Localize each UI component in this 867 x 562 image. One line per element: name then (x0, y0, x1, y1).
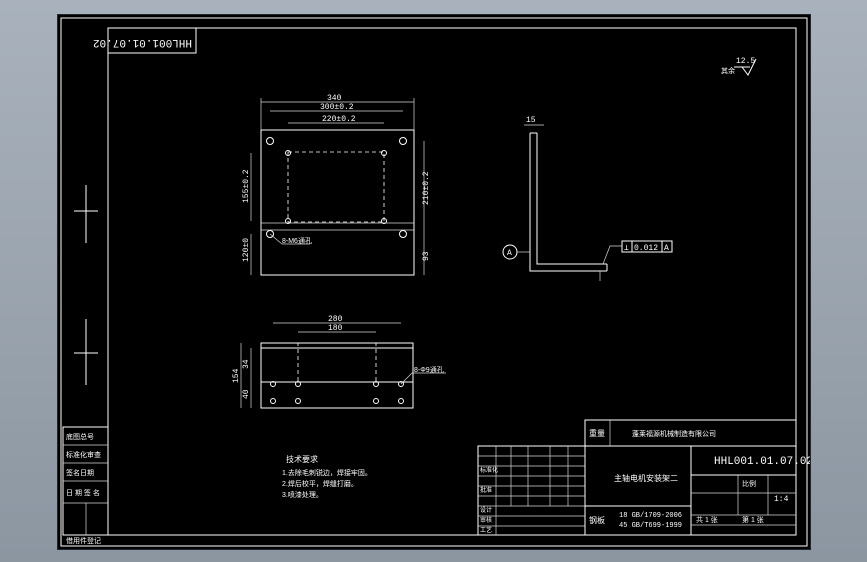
top-view: 340 300±0.2 220±0.2 155±0.2 120±0 210±0.… (242, 94, 431, 276)
mounting-hole (266, 137, 407, 238)
title-row-label: 工艺 (480, 526, 492, 534)
strip-label: 底图总号 (66, 432, 94, 441)
tech-requirements: 技术要求 1.去除毛刺锐边，焊接牢固。 2.焊后校平，焊缝打磨。 3.喷漆处理。 (282, 454, 372, 499)
title-row-label: 设计 (480, 506, 492, 514)
tech-line: 3.喷漆处理。 (282, 490, 323, 499)
tolerance-datum: A (664, 244, 669, 253)
dim-hole-span-outer: 300±0.2 (320, 103, 354, 112)
title-sheet: 第 1 张 (742, 515, 764, 524)
side-view: 15 A ⊥ 0.012 A (502, 116, 673, 281)
title-material-line: 45 GB/T699-1999 (619, 522, 682, 530)
dim-right-bottom: 93 (422, 251, 431, 261)
tech-line: 1.去除毛刺锐边，焊接牢固。 (282, 468, 372, 477)
strip-label: 签名日期 (66, 468, 94, 477)
title-total-sheets: 共 1 张 (696, 515, 718, 524)
inner-frame (107, 27, 797, 536)
top-hole-note: 8-M6通孔 (282, 236, 312, 245)
dim-left-bottom: 120±0 (242, 238, 251, 262)
strip-label: 日 期 签 名 (66, 488, 100, 497)
title-material-label: 钢板 (589, 515, 605, 525)
center-mark-lower (74, 319, 98, 385)
center-mark-upper (74, 185, 98, 243)
cad-viewport[interactable]: HHL001.01.07.02 底图总号 标准化审查 签名日期 日 期 签 名 … (57, 14, 811, 550)
strip-label: 借用件登记 (66, 536, 101, 545)
bottom-view: 280 180 154 34 40 8-Φ9通孔 (232, 315, 446, 409)
tolerance-symbol: ⊥ (624, 244, 629, 253)
dim-left-vertical: 155±0.2 (242, 169, 251, 203)
surface-finish-value: 12.5 (736, 57, 755, 66)
tolerance-value: 0.012 (634, 244, 658, 253)
outer-frame (60, 17, 808, 547)
title-row-label: 标准化 (480, 466, 498, 474)
dim-right-vertical: 210±0.2 (422, 171, 431, 205)
dim-thickness: 15 (526, 116, 536, 125)
inner-hole (285, 150, 387, 224)
left-strip: 底图总号 标准化审查 签名日期 日 期 签 名 借用件登记 (62, 426, 109, 545)
title-part-name: 主轴电机安装架二 (614, 473, 678, 483)
tech-line: 2.焊后校平，焊缝打磨。 (282, 479, 358, 488)
dim-bottom-lower: 40 (242, 389, 251, 399)
title-company: 蓬莱福源机械制造有限公司 (632, 429, 716, 438)
strip-label: 标准化审查 (66, 450, 101, 459)
title-drawing-number: HHL001.01.07.02 (714, 456, 810, 468)
drawing-number-box (107, 27, 197, 54)
drawing-number-mirrored: HHL001.01.07.02 (93, 36, 192, 48)
title-row-label: 审核 (480, 516, 492, 524)
surface-finish-prefix: 其余 (721, 66, 735, 75)
dim-bottom-outer: 280 (328, 315, 343, 324)
dim-bottom-upper: 34 (242, 359, 251, 369)
dim-overall-width: 340 (327, 94, 342, 103)
dim-bottom-inner: 180 (328, 324, 343, 333)
title-weight-label: 重量 (589, 428, 605, 438)
title-block: 重量 蓬莱福源机械制造有限公司 HHL001.01.07.02 主轴电机安装架二… (477, 419, 810, 536)
dim-bottom-height: 154 (232, 368, 241, 383)
surface-finish-symbol: 其余 12.5 (721, 57, 757, 76)
title-row-label: 批准 (480, 486, 492, 494)
title-scale: 1:4 (774, 495, 789, 504)
bottom-hole-note: 8-Φ9通孔 (414, 365, 444, 374)
title-scale-label: 比例 (742, 479, 756, 488)
tech-title: 技术要求 (286, 454, 318, 464)
dim-hole-span-inner: 220±0.2 (322, 115, 356, 124)
datum-label: A (507, 249, 512, 258)
mounting-hole (270, 381, 404, 404)
tolerance-frame (621, 240, 673, 253)
title-material-line: 18 GB/1709-2006 (619, 512, 682, 520)
drawing-canvas: HHL001.01.07.02 底图总号 标准化审查 签名日期 日 期 签 名 … (60, 17, 810, 547)
